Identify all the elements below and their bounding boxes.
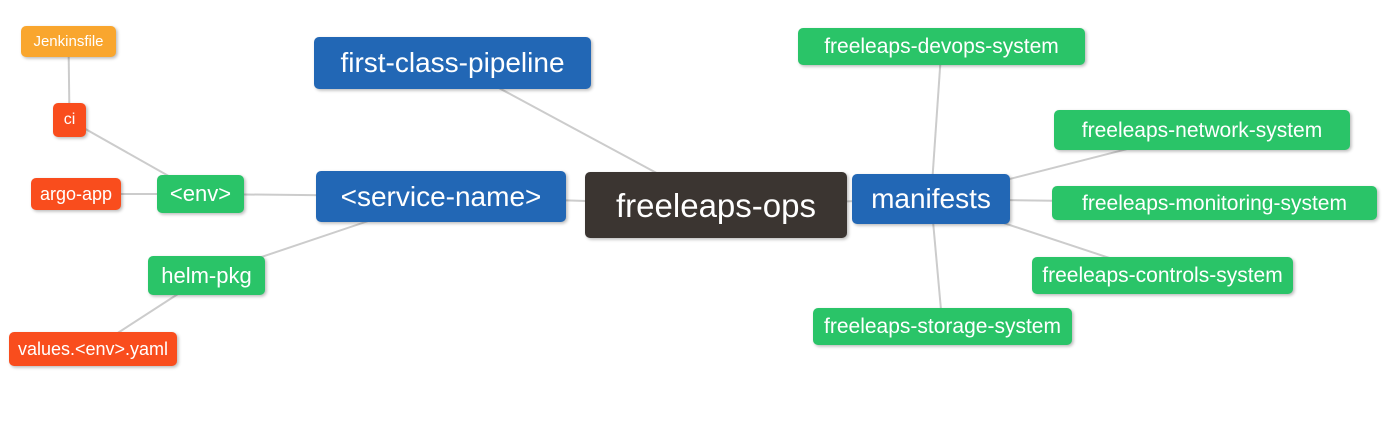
node-first-class-pipeline[interactable]: first-class-pipeline (314, 37, 591, 89)
node-label: Jenkinsfile (33, 33, 104, 50)
node-helm-pkg[interactable]: helm-pkg (148, 256, 265, 295)
node-controls-system[interactable]: freeleaps-controls-system (1032, 257, 1293, 294)
node-freeleaps-ops[interactable]: freeleaps-ops (585, 172, 847, 238)
node-label: first-class-pipeline (340, 47, 565, 78)
node-devops-system[interactable]: freeleaps-devops-system (798, 28, 1085, 65)
node-label: values.<env>.yaml (17, 339, 169, 359)
node-network-system[interactable]: freeleaps-network-system (1054, 110, 1350, 150)
node-label: argo-app (39, 184, 113, 204)
node-manifests[interactable]: manifests (852, 174, 1010, 224)
edge-manifests--devops-system (930, 46, 943, 200)
node-argo-app[interactable]: argo-app (31, 178, 121, 210)
node-label: freeleaps-controls-system (1042, 264, 1283, 287)
node-label: <service-name> (340, 180, 542, 212)
node-monitoring-system[interactable]: freeleaps-monitoring-system (1052, 186, 1377, 220)
node-label: freeleaps-network-system (1081, 118, 1323, 142)
node-label: ci (63, 111, 76, 128)
node-env[interactable]: <env> (157, 175, 244, 213)
node-values-env-yaml[interactable]: values.<env>.yaml (9, 332, 177, 366)
node-label: freeleaps-storage-system (824, 315, 1061, 338)
node-label: <env> (169, 181, 232, 206)
node-jenkinsfile[interactable]: Jenkinsfile (21, 26, 116, 57)
node-label: manifests (871, 183, 991, 214)
node-service-name[interactable]: <service-name> (316, 171, 566, 222)
node-ci[interactable]: ci (53, 103, 86, 137)
node-label: freeleaps-ops (616, 186, 816, 224)
node-label: freeleaps-monitoring-system (1082, 191, 1347, 215)
node-label: helm-pkg (161, 262, 252, 288)
node-storage-system[interactable]: freeleaps-storage-system (813, 308, 1072, 345)
node-label: freeleaps-devops-system (824, 35, 1059, 58)
